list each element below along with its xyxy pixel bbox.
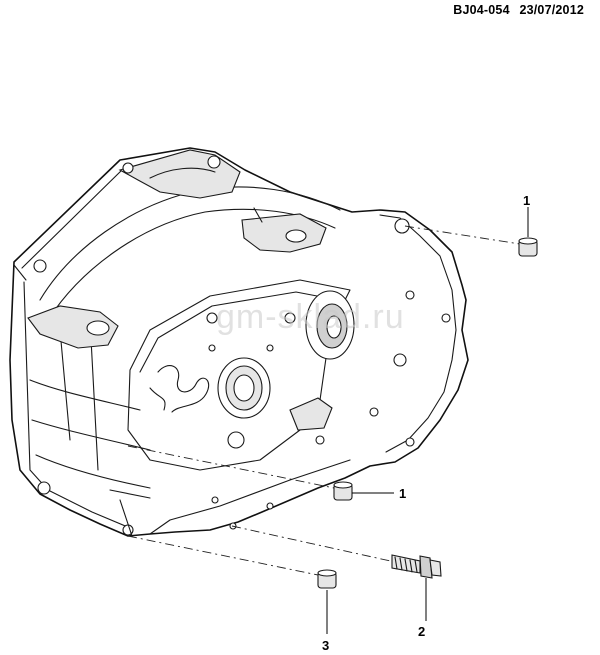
dowel-sleeve-bottom: 3 xyxy=(127,535,337,653)
output-shaft-bore xyxy=(305,290,355,360)
callout-3: 3 xyxy=(322,638,329,653)
watermark: gm-sklad.ru xyxy=(216,298,405,336)
transmission-housing xyxy=(9,147,469,537)
dowel-sleeve-middle: 1 xyxy=(127,445,406,501)
callout-1-middle: 1 xyxy=(399,486,406,501)
diagram-code: BJ04-054 xyxy=(453,3,510,17)
diagram-header: BJ04-054 23/07/2012 xyxy=(453,3,584,17)
dowel-sleeve-top-right: 1 xyxy=(404,193,538,257)
right-flange-bolt-bosses xyxy=(315,218,451,447)
flange-bolt: 2 xyxy=(231,525,442,639)
main-bearing-bore xyxy=(217,357,271,419)
flange-bolt-holes xyxy=(33,155,296,536)
callout-1-top: 1 xyxy=(523,193,530,208)
callout-2: 2 xyxy=(418,624,425,639)
diagram-date: 23/07/2012 xyxy=(519,3,584,17)
